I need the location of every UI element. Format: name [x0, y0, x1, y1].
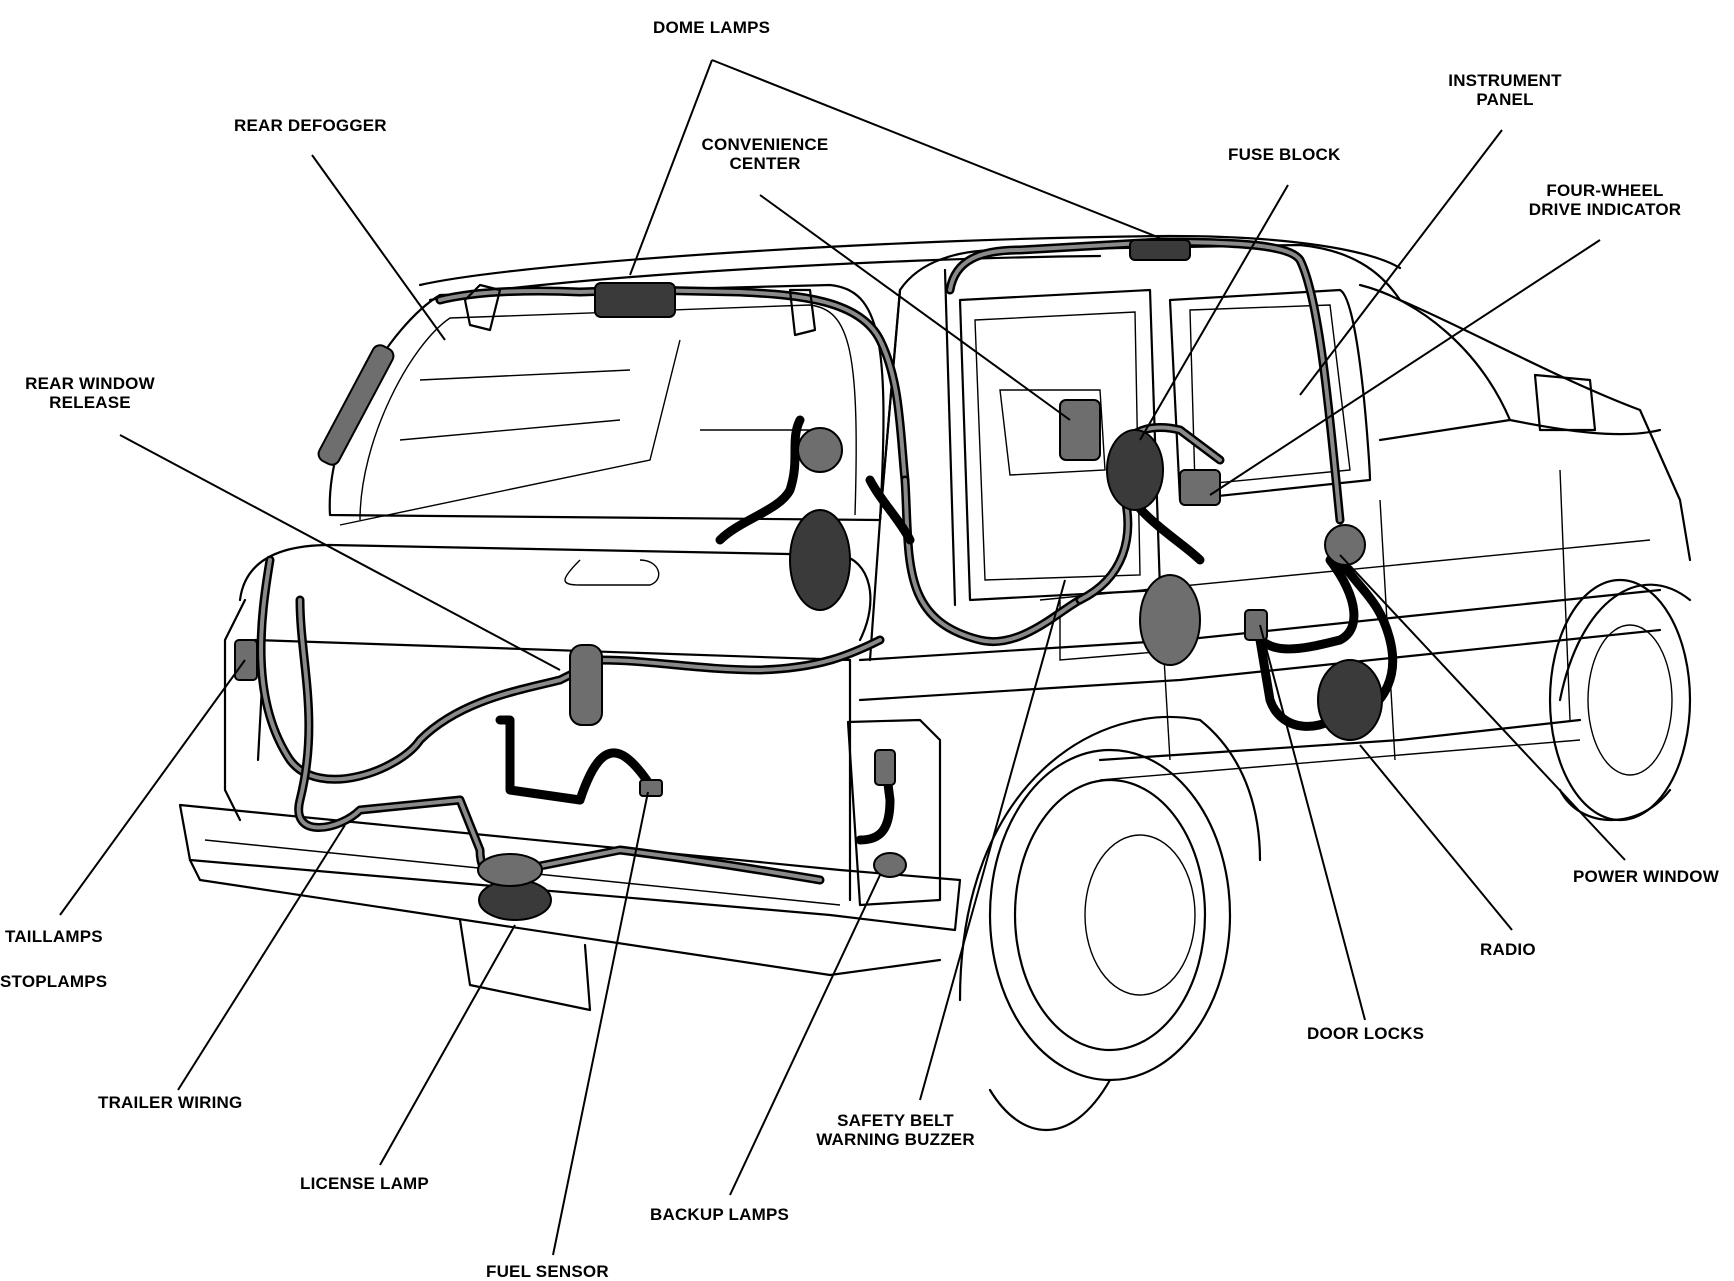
leader-taillamps — [59, 659, 246, 916]
label-safety-belt-warning-buzzer: SAFETY BELT WARNING BUZZER — [808, 1111, 983, 1149]
rear-defogger-unit — [317, 344, 395, 466]
leader-power-window — [1339, 554, 1626, 861]
leader-license-lamp — [379, 924, 516, 1166]
label-trailer-wiring: TRAILER WIRING — [98, 1093, 243, 1112]
leader-dome-lamp-front — [711, 59, 1161, 239]
leader-dome-lamp-rear — [629, 59, 713, 276]
label-instrument-panel-line2: PANEL — [1476, 90, 1534, 109]
leader-safety-belt — [919, 579, 1066, 1101]
label-four-wheel-drive-indicator: FOUR-WHEEL DRIVE INDICATOR — [1515, 181, 1695, 219]
rear-speaker-left — [789, 509, 851, 611]
power-window-connector — [1324, 524, 1366, 566]
license-lamp-upper — [477, 853, 543, 887]
label-convenience-center-line2: CENTER — [729, 154, 801, 173]
label-door-locks: DOOR LOCKS — [1307, 1024, 1425, 1043]
label-stoplamps: STOPLAMPS — [0, 972, 108, 991]
rear-connector — [797, 427, 843, 473]
label-safety-belt-line1: SAFETY BELT — [837, 1111, 954, 1130]
backup-lamp-socket — [873, 852, 907, 878]
vehicle-body — [178, 234, 1692, 1132]
four-wheel-indicator-unit — [1179, 469, 1221, 506]
leader-door-locks — [1259, 624, 1366, 1021]
rear-window-release-solenoid — [569, 644, 603, 726]
leader-rear-defogger — [311, 154, 446, 341]
leader-fuel-sensor — [552, 791, 649, 1256]
safety-belt-buzzer-unit — [1139, 574, 1201, 666]
leader-convenience-center — [759, 194, 1071, 421]
label-convenience-center: CONVENIENCE CENTER — [690, 135, 840, 173]
leader-instrument-panel — [1299, 129, 1503, 396]
label-rear-window-release-line2: RELEASE — [49, 393, 131, 412]
leader-backup-lamps — [729, 874, 881, 1196]
label-four-wheel-line1: FOUR-WHEEL — [1546, 181, 1664, 200]
label-radio: RADIO — [1480, 940, 1536, 959]
convenience-center-unit — [1059, 399, 1101, 461]
label-fuel-sensor: FUEL SENSOR — [486, 1262, 609, 1281]
components — [234, 239, 1383, 921]
label-license-lamp: LICENSE LAMP — [300, 1174, 429, 1193]
fuse-block-unit — [1106, 429, 1164, 511]
radio-speaker — [1317, 659, 1383, 741]
label-convenience-center-line1: CONVENIENCE — [701, 135, 829, 154]
leader-radio — [1359, 744, 1513, 931]
label-safety-belt-line2: WARNING BUZZER — [816, 1130, 975, 1149]
taillamp-connector — [234, 639, 258, 681]
label-four-wheel-line2: DRIVE INDICATOR — [1528, 200, 1682, 219]
leader-lines — [59, 59, 1626, 1256]
dome-lamp-rear — [594, 282, 676, 318]
label-instrument-panel: INSTRUMENT PANEL — [1425, 71, 1585, 109]
label-rear-window-release-line1: REAR WINDOW — [25, 374, 155, 393]
label-rear-window-release: REAR WINDOW RELEASE — [25, 374, 155, 412]
label-rear-defogger: REAR DEFOGGER — [234, 116, 387, 135]
label-taillamps: TAILLAMPS — [5, 927, 103, 946]
label-fuse-block: FUSE BLOCK — [1228, 145, 1341, 164]
fuel-sensor-connector — [639, 779, 663, 797]
label-instrument-panel-line1: INSTRUMENT — [1448, 71, 1562, 90]
label-dome-lamps: DOME LAMPS — [653, 18, 771, 37]
label-backup-lamps: BACKUP LAMPS — [650, 1205, 790, 1224]
dome-lamp-front — [1129, 239, 1191, 261]
leader-fuse-block — [1139, 184, 1289, 441]
leader-four-wheel — [1209, 239, 1601, 496]
backup-lamp-connector — [874, 749, 896, 786]
leader-trailer-wiring — [177, 824, 346, 1091]
label-power-window: POWER WINDOW — [1573, 867, 1719, 886]
leader-rear-window-release — [119, 434, 561, 671]
